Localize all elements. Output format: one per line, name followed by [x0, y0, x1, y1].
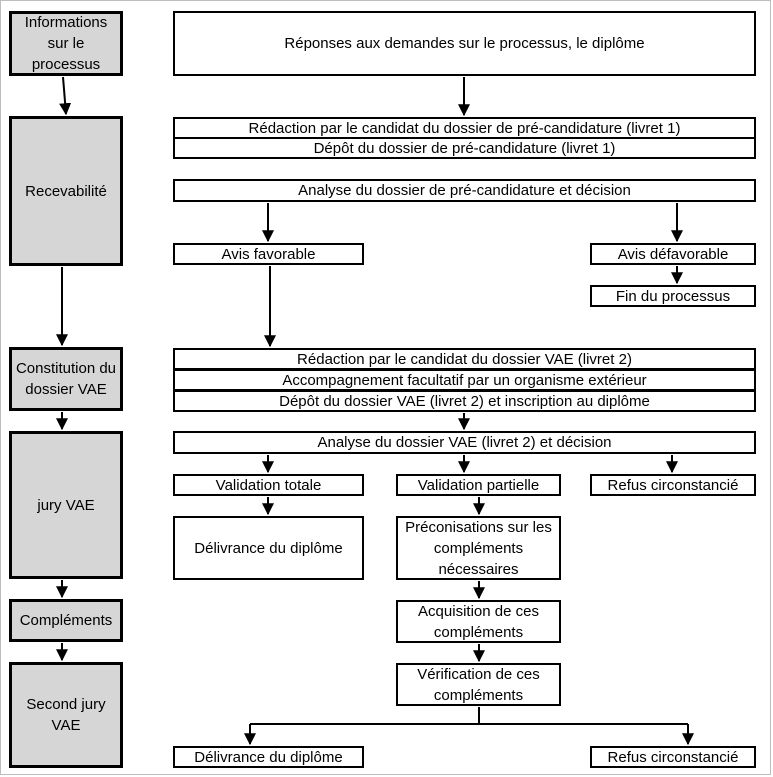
- step-delivrance-diplome-final: Délivrance du diplôme: [173, 746, 364, 768]
- step-verification-complements: Vérification de ces compléments: [396, 663, 561, 706]
- stage-complements: Compléments: [9, 599, 123, 642]
- step-reponses-demandes: Réponses aux demandes sur le processus, …: [173, 11, 756, 76]
- step-analyse-precandidature: Analyse du dossier de pré-candidature et…: [173, 179, 756, 202]
- step-avis-defavorable: Avis défavorable: [590, 243, 756, 265]
- stage-recevabilite: Recevabilité: [9, 116, 123, 266]
- step-refus-circonstancie-final: Refus circonstancié: [590, 746, 756, 768]
- step-validation-totale: Validation totale: [173, 474, 364, 496]
- step-accompagnement: Accompagnement facultatif par un organis…: [173, 369, 756, 391]
- step-fin-processus: Fin du processus: [590, 285, 756, 307]
- step-validation-partielle: Validation partielle: [396, 474, 561, 496]
- step-redaction-precandidature: Rédaction par le candidat du dossier de …: [173, 117, 756, 139]
- step-acquisition-complements: Acquisition de ces compléments: [396, 600, 561, 643]
- stage-second-jury: Second jury VAE: [9, 662, 123, 768]
- step-refus-circonstancie: Refus circonstancié: [590, 474, 756, 496]
- stage-jury-vae: jury VAE: [9, 431, 123, 579]
- stage-constitution-dossier: Constitution du dossier VAE: [9, 347, 123, 411]
- step-depot-precandidature: Dépôt du dossier de pré-candidature (liv…: [173, 137, 756, 159]
- stage-informations: Informations sur le processus: [9, 11, 123, 76]
- step-avis-favorable: Avis favorable: [173, 243, 364, 265]
- step-delivrance-diplome: Délivrance du diplôme: [173, 516, 364, 580]
- step-depot-dossier-vae: Dépôt du dossier VAE (livret 2) et inscr…: [173, 390, 756, 412]
- step-analyse-dossier-vae: Analyse du dossier VAE (livret 2) et déc…: [173, 431, 756, 454]
- step-preconisations: Préconisations sur les compléments néces…: [396, 516, 561, 580]
- step-redaction-dossier-vae: Rédaction par le candidat du dossier VAE…: [173, 348, 756, 370]
